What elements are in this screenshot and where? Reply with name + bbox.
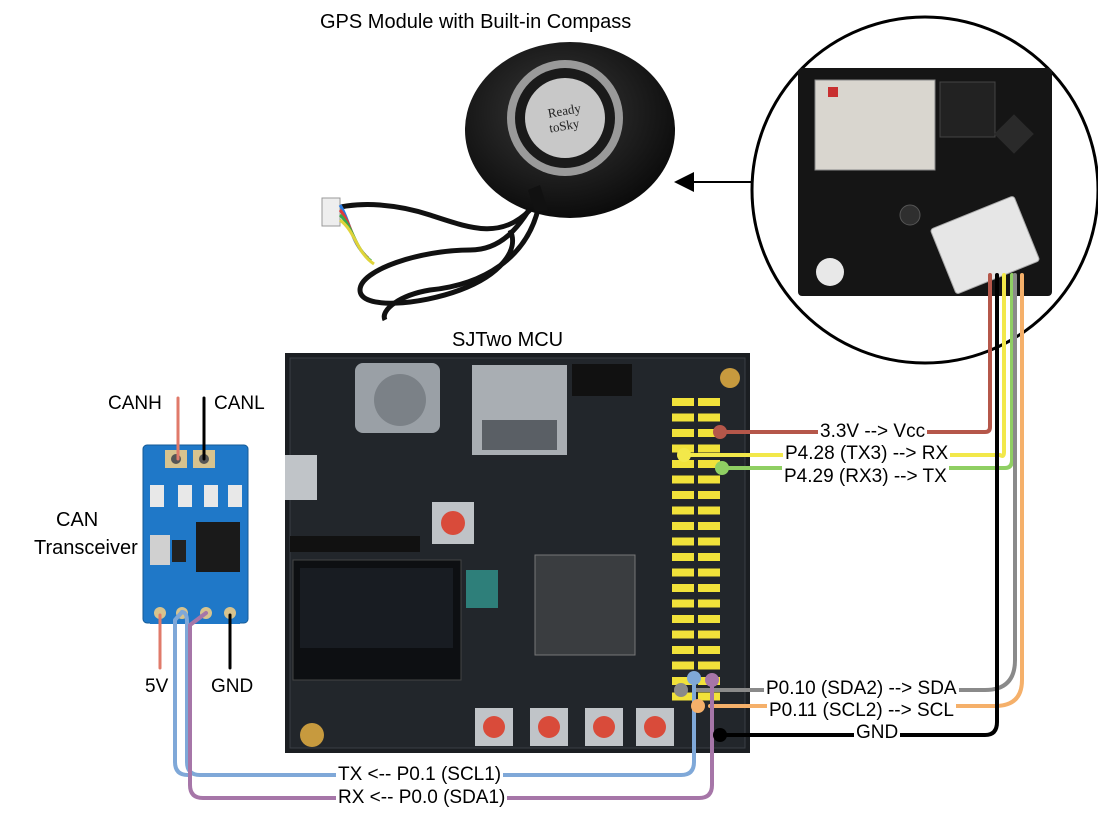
header-pin (672, 429, 694, 437)
header-pin (672, 475, 694, 484)
header-pin (698, 444, 720, 453)
header-pin (698, 506, 720, 515)
header-pin (698, 429, 720, 437)
header-pin (672, 398, 694, 406)
header-pin (672, 568, 694, 577)
header-pin (698, 568, 720, 577)
header-pin (698, 599, 720, 608)
header-pin (672, 584, 694, 592)
header-pin (672, 661, 694, 670)
header-pin (672, 460, 694, 468)
tx3-connection-label: P4.28 (TX3) --> RX (783, 443, 951, 465)
gps-module-photo: Ready toSky (321, 42, 675, 322)
header-pin (672, 491, 694, 499)
wire-tx3 (682, 273, 1006, 458)
can-title-line1: CAN (56, 509, 99, 531)
header-pin (698, 475, 720, 484)
header-pin (698, 646, 720, 654)
mcu-title: SJTwo MCU (452, 329, 564, 351)
gps-board-zoom (750, 15, 1098, 365)
header-pin (698, 661, 720, 670)
5v-label: 5V (145, 676, 169, 697)
header-pin (672, 537, 694, 546)
header-pin (698, 615, 720, 623)
gnd-connection-label: GND (854, 722, 901, 744)
canh-label: CANH (108, 393, 162, 414)
rx3-connection-label: P4.29 (RX3) --> TX (782, 466, 949, 488)
header-pin (698, 692, 720, 701)
header-pin (698, 537, 720, 546)
sda1-connection-label: RX <-- P0.0 (SDA1) (336, 787, 508, 809)
scl1-connection-label: TX <-- P0.1 (SCL1) (336, 764, 504, 786)
sjtwo-board (285, 353, 750, 753)
svg-text:toSky: toSky (548, 115, 581, 135)
canl-label: CANL (214, 393, 265, 414)
can-transceiver-board (142, 444, 249, 624)
header-pin (672, 646, 694, 654)
vcc-connection-label: 3.3V --> Vcc (818, 421, 928, 443)
sda2-connection-label: P0.10 (SDA2) --> SDA (764, 678, 959, 700)
can-title-line2: Transceiver (34, 537, 138, 559)
wire-vcc (718, 273, 992, 434)
header-pin (698, 413, 720, 422)
scl2-connection-label: P0.11 (SCL2) --> SCL (767, 700, 956, 722)
header-pin (698, 584, 720, 592)
header-pin (698, 398, 720, 406)
header-pin (698, 630, 720, 639)
svg-text:Ready: Ready (547, 100, 583, 121)
header-pin (698, 553, 720, 561)
wire-gnd (718, 273, 999, 737)
header-pin (672, 522, 694, 530)
header-pin (672, 413, 694, 422)
gnd-label: GND (211, 676, 254, 697)
wire-sda2 (693, 273, 1017, 692)
header-pin (672, 553, 694, 561)
header-pin (672, 506, 694, 515)
header-pin (672, 599, 694, 608)
wire-sda1 (188, 611, 714, 800)
gps-module-title: GPS Module with Built-in Compass (320, 11, 632, 33)
header-pin (672, 615, 694, 623)
header-pin (672, 677, 694, 685)
header-pin (698, 522, 720, 530)
header-pin (698, 460, 720, 468)
header-pin (672, 630, 694, 639)
wire-rx3 (720, 273, 1014, 470)
header-pin (698, 491, 720, 499)
